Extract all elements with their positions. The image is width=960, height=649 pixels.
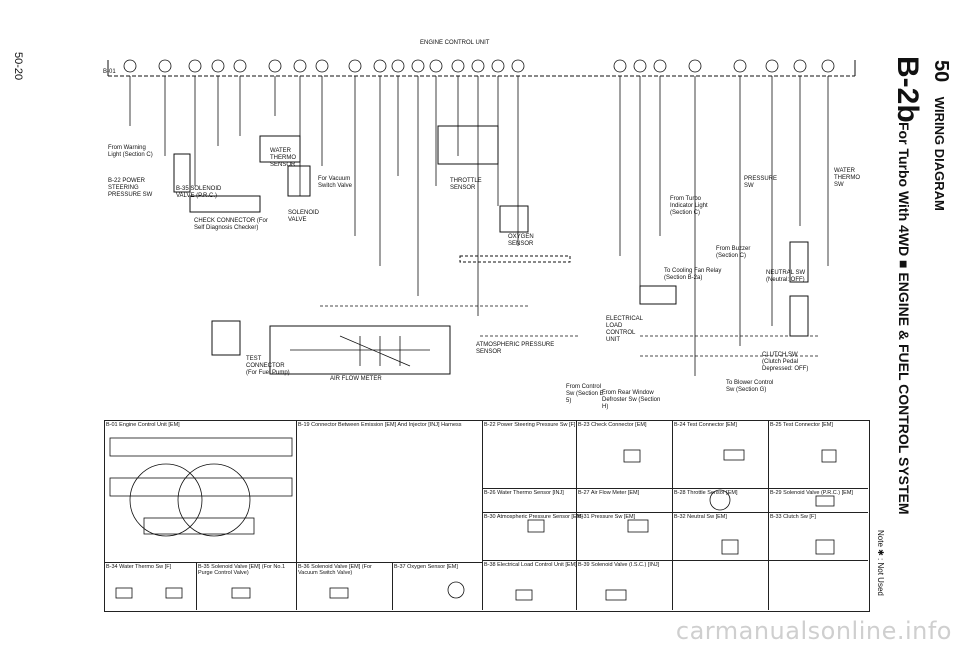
divider: [104, 562, 296, 563]
divider: [296, 562, 482, 563]
label-buzzer: From Buzzer (Section C): [716, 246, 751, 259]
label-oxygen: OXYGEN SENSOR: [508, 234, 534, 247]
panel-title-b28: B-28 Throttle Sensor [EM]: [674, 490, 738, 496]
page-code: B-2b: [891, 56, 924, 123]
panel-title-b37: B-37 Oxygen Sensor [EM]: [394, 564, 458, 570]
label-electrical-load: ELECTRICAL LOAD CONTROL UNIT: [606, 316, 643, 343]
label-pressure-sw: PRESSURE SW: [744, 176, 778, 189]
label-solenoid-valve: SOLENOID VALVE: [288, 210, 320, 223]
label-atm: ATMOSPHERIC PRESSURE SENSOR: [476, 342, 555, 355]
divider: [672, 420, 673, 610]
label-water-thermo-sw: WATER THERMO SW: [834, 168, 860, 188]
page-number: 50-20: [12, 52, 24, 81]
label-control-sw: From Control Sw (Section E-5): [566, 384, 606, 404]
label-vacuum-sw: For Vacuum Switch Valve: [318, 176, 352, 189]
panel-title-b25: B-25 Test Connector [EM]: [770, 422, 833, 428]
connector-panel-area: [104, 420, 870, 612]
panel-title-b19: B-19 Connector Between Emission [EM] And…: [298, 422, 462, 428]
label-defroster: From Rear Window Defroster Sw (Section H…: [602, 390, 661, 410]
panel-title-b31: B-31 Pressure Sw [EM]: [578, 514, 636, 520]
label-b01: B-01: [103, 69, 116, 75]
panel-title-b01: B-01 Engine Control Unit [EM]: [106, 422, 180, 428]
label-check-connector: CHECK CONNECTOR (For Self Diagnosis Chec…: [194, 218, 268, 231]
section-header: 50 WIRING DIAGRAM: [929, 60, 952, 211]
divider: [482, 488, 868, 489]
panel-title-b24: B-24 Test Connector [EM]: [674, 422, 737, 428]
label-throttle: THROTTLE SENSOR: [450, 178, 482, 191]
label-warning: From Warning Light (Section C): [108, 145, 153, 158]
schematic-diagram: [107, 59, 856, 376]
panel-title-b38: B-38 Electrical Load Control Unit [EM]: [484, 562, 577, 568]
label-power-steering: B-22 POWER STEERING PRESSURE SW: [108, 178, 153, 198]
label-blower: To Blower Control Sw (Section G): [726, 380, 774, 393]
label-airflow: AIR FLOW METER: [330, 376, 382, 382]
divider: [768, 420, 769, 610]
divider: [392, 562, 393, 610]
panel-title-b29: B-29 Solenoid Valve (P.R.C.) [EM]: [770, 490, 853, 496]
divider: [482, 420, 483, 610]
label-water-thermo: WATER THERMO SENSOR: [270, 148, 296, 168]
label-solenoid-prc: B-35 SOLENOID VALVE (P.R.C.): [176, 186, 222, 199]
panel-title-b22: B-22 Power Steering Pressure Sw [F]: [484, 422, 576, 428]
page-note: Note ✱ : Not Used: [876, 530, 885, 596]
panel-title-b39: B-39 Solenoid Valve (I.S.C.) [INJ]: [578, 562, 660, 568]
panel-title-b30: B-30 Atmospheric Pressure Sensor [EM]: [484, 514, 583, 520]
divider: [482, 512, 868, 513]
section-number: 50: [930, 60, 952, 83]
divider: [296, 420, 297, 610]
watermark: carmanualsonline.info: [675, 617, 952, 645]
label-clutch-sw: CLUTCH SW (Clutch Pedal Depressed: OFF): [762, 352, 809, 372]
label-turbo: From Turbo Indicator Light (Section C): [670, 196, 708, 216]
panel-title-b26: B-26 Water Thermo Sensor [INJ]: [484, 490, 564, 496]
panel-title-b35: B-35 Solenoid Valve [EM] (For No.1 Purge…: [198, 564, 286, 576]
divider: [482, 560, 868, 561]
label-neutral-sw: NEUTRAL SW (Neutral: OFF): [766, 270, 806, 283]
section-title: WIRING DIAGRAM: [932, 96, 947, 211]
panel-title-b36: B-36 Solenoid Valve [EM] (For Vacuum Swi…: [298, 564, 372, 576]
panel-title-b27: B-27 Air Flow Meter [EM]: [578, 490, 640, 496]
label-cooling: To Cooling Fan Relay (Section B-2a): [664, 268, 722, 281]
label-test-connector: TEST CONNECTOR (For Fuel Pump): [246, 356, 290, 376]
ecu-label: ENGINE CONTROL UNIT: [420, 40, 490, 46]
panel-title-b23: B-23 Check Connector [EM]: [578, 422, 647, 428]
connector-drawings: [109, 437, 837, 601]
panel-title-b34: B-34 Water Thermo Sw [F]: [106, 564, 172, 570]
panel-title-b33: B-33 Clutch Sw [F]: [770, 514, 816, 520]
panel-title-b32: B-32 Neutral Sw [EM]: [674, 514, 727, 520]
divider: [576, 420, 577, 610]
divider: [196, 562, 197, 610]
page-subtitle: For Turbo With 4WD ■ ENGINE & FUEL CONTR…: [896, 122, 912, 515]
